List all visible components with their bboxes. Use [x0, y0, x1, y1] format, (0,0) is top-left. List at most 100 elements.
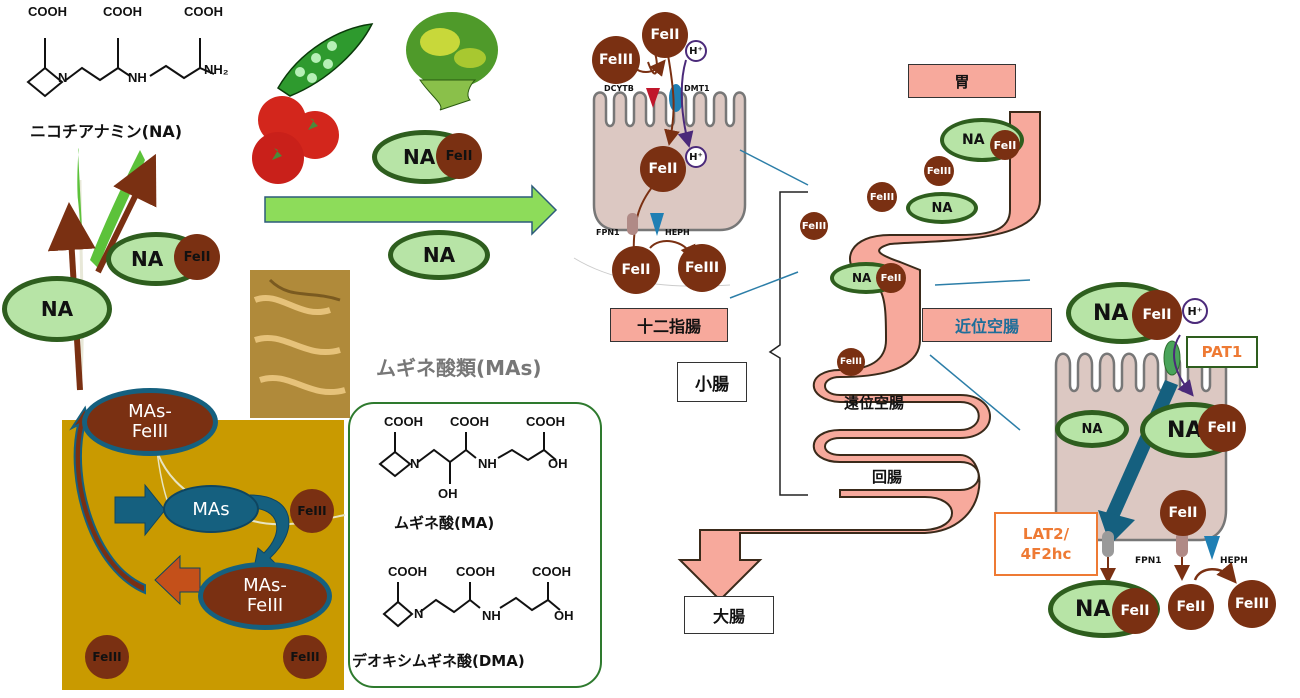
pat1-transporter-label: PAT1: [1186, 336, 1258, 368]
heph-label: HEPH: [665, 228, 690, 237]
fe-ii-circle: FeII: [990, 130, 1020, 160]
na-label: NA: [40, 297, 74, 321]
ma-oh-atom-1: OH: [438, 486, 458, 501]
proximal-jejunum-text: 近位空腸: [954, 317, 1019, 336]
fe-label: FeIII: [297, 504, 327, 518]
small-intestine-brace: [768, 191, 808, 496]
tomatoes-illustration: [252, 96, 339, 184]
fe-iii-circle: FeIII: [678, 244, 726, 292]
na-label: NA: [131, 247, 164, 271]
distal-jejunum-label: 遠位空腸: [844, 394, 905, 412]
fe-ii-circle: FeII: [1132, 290, 1182, 340]
dma-n-atom: N: [414, 606, 424, 621]
large-intestine-label: 大腸: [684, 596, 774, 634]
mas-oval: MAs: [163, 485, 259, 533]
fe-label: FeII: [880, 272, 902, 284]
ileum-label: 回腸: [872, 468, 903, 486]
gi-tract: [677, 111, 1041, 602]
na-structure-diagram: [26, 38, 215, 98]
f2hc-text: 4F2hc: [1020, 545, 1072, 563]
fe-iii-circle: FeIII: [283, 635, 327, 679]
na-label: NA: [852, 271, 872, 285]
wheat-photo: [250, 270, 350, 418]
fe-ii-circle: FeII: [612, 246, 660, 294]
fe-iii-circle: FeIII: [85, 635, 129, 679]
fe-ii-circle: FeII: [876, 263, 906, 293]
n-atom-label: N: [58, 70, 68, 85]
fe-iii-circle: FeIII: [924, 156, 954, 186]
dma-oh-atom: OH: [554, 608, 574, 623]
proton-circle: H⁺: [685, 146, 707, 168]
fe-label: FeIII: [801, 220, 827, 232]
fpn1-label: FPN1: [596, 228, 620, 237]
fe-iii-circle: FeIII: [592, 36, 640, 84]
fe-label: FeIII: [926, 165, 952, 177]
fe-iii-circle: FeIII: [1228, 580, 1276, 628]
duodenum-label: 十二指腸: [610, 308, 728, 342]
connector-lines: [729, 149, 1031, 431]
mas-fe-complex-soil: MAs- FeIII: [198, 562, 332, 630]
plant-na-oval: NA: [2, 276, 112, 342]
food-to-gut-arrow: [264, 184, 558, 236]
fe-label: FeII: [445, 148, 473, 164]
small-intestine-label: 小腸: [677, 362, 747, 402]
dma-cooh-3: COOH: [532, 564, 571, 579]
mas-return-arrow: [69, 405, 146, 595]
stomach-label: 胃: [908, 64, 1016, 98]
proton-label: H⁺: [689, 151, 703, 163]
fe-label: FeIII: [92, 650, 122, 664]
fe-ii-circle: FeII: [174, 234, 220, 280]
cooh-label-2: COOH: [103, 4, 142, 19]
mas-label: MAs-: [128, 401, 172, 422]
proton-circle: H⁺: [1182, 298, 1208, 324]
ma-cooh-2: COOH: [450, 414, 489, 429]
mas-label: MAs: [192, 498, 230, 520]
na-label: NA: [931, 200, 953, 216]
fe-label: FeII: [650, 27, 680, 43]
duodenum-text: 十二指腸: [636, 317, 701, 336]
fe-label: FeII: [1142, 307, 1172, 323]
fe-label: FeII: [1207, 420, 1237, 436]
na-label: NA: [962, 132, 985, 148]
cell-free-na-oval: NA: [1055, 410, 1129, 448]
ma-oh-atom-2: OH: [548, 456, 568, 471]
na-name-label: ニコチアナミン(NA): [30, 122, 183, 141]
nh2-atom-label: NH₂: [204, 62, 229, 77]
ma-nh-atom: NH: [478, 456, 497, 471]
mas-fe-complex-root: MAs- FeIII: [82, 388, 218, 456]
lat2-text: LAT2/: [1022, 525, 1070, 543]
fe-ii-circle: FeII: [1198, 404, 1246, 452]
fe-label: FeII: [993, 138, 1017, 152]
fe-label: FeII: [648, 161, 678, 177]
fe-ii-circle: FeII: [642, 12, 688, 58]
stomach-text: 胃: [954, 72, 970, 91]
cooh-label-3: COOH: [184, 4, 223, 19]
na-label: NA: [1167, 417, 1203, 443]
lat2-transporter-label: LAT2/ 4F2hc: [994, 512, 1098, 576]
fe-label: FeIII: [1234, 596, 1270, 612]
mas-secretion-arrow: [114, 483, 166, 537]
cooh-label-1: COOH: [28, 4, 67, 19]
fe-iii-circle: FeIII: [290, 489, 334, 533]
ma-cooh-3: COOH: [526, 414, 565, 429]
fe-label: FeIII: [290, 650, 320, 664]
fe-label: FeIII: [684, 260, 720, 276]
fe-ii-circle: FeII: [1168, 584, 1214, 630]
fe-iii-circle: FeIII: [800, 212, 828, 240]
fe-ii-circle: FeII: [1112, 588, 1158, 634]
large-intestine-text: 大腸: [712, 607, 745, 626]
fe-label: FeII: [183, 249, 211, 265]
ma-name-label: ムギネ酸(MA): [394, 514, 495, 532]
fe-label: FeIII: [598, 52, 634, 68]
fe-iii-circle: FeIII: [867, 182, 897, 212]
dma-cooh-1: COOH: [388, 564, 427, 579]
dma-nh-atom: NH: [482, 608, 501, 623]
proton-circle: H⁺: [685, 40, 707, 62]
proton-label: H⁺: [689, 45, 703, 57]
fe-label: FeIII: [840, 357, 862, 367]
fe-iii-circle: FeIII: [837, 348, 865, 376]
na-label: NA: [422, 243, 456, 267]
fe-label: FeII: [1176, 599, 1206, 615]
nh-atom-label: NH: [128, 70, 147, 85]
ma-cooh-1: COOH: [384, 414, 423, 429]
